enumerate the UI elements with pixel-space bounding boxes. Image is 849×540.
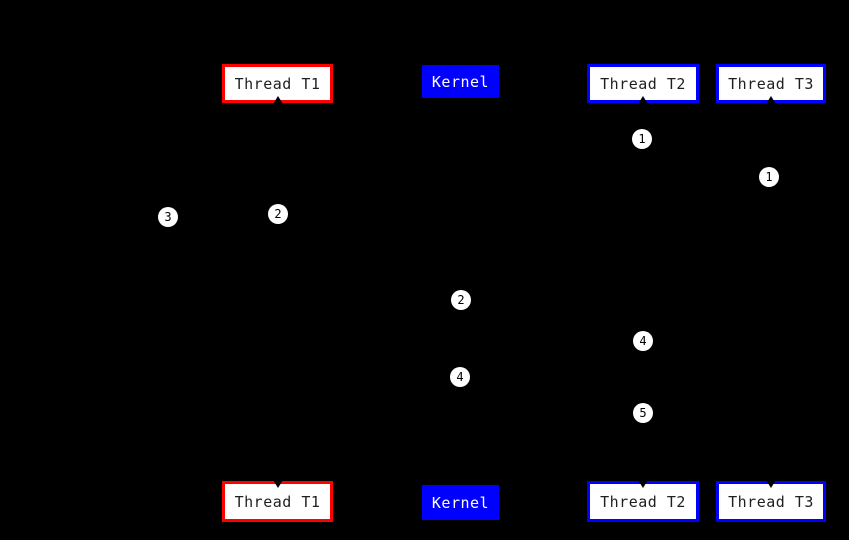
actor-box-kernel-bottom: Kernel [422,485,499,520]
actor-label-thread-t3-bottom: Thread T3 [728,492,814,511]
lifeline-arrow-icon [272,96,283,104]
lifeline-arrow-icon [766,480,776,488]
actor-label-kernel-bottom: Kernel [431,493,490,512]
actor-box-thread-t1-top: Thread T1 [222,64,333,104]
sequence-step-marker: 2 [268,204,288,224]
actor-label-thread-t1-top: Thread T1 [234,74,321,93]
sequence-step-marker: 3 [158,207,178,227]
actor-box-kernel-top: Kernel [422,65,499,98]
sequence-step-marker: 4 [450,367,470,387]
actor-box-thread-t2-bottom: Thread T2 [587,480,699,522]
sequence-step-marker: 2 [451,290,471,310]
actor-box-thread-t3-bottom: Thread T3 [716,480,826,522]
lifeline-arrow-icon [638,480,648,488]
actor-label-thread-t2-bottom: Thread T2 [600,492,686,511]
actor-label-thread-t2-top: Thread T2 [600,74,686,93]
sequence-step-marker: 4 [633,331,653,351]
sequence-step-marker: 5 [633,403,653,423]
actor-box-thread-t2-top: Thread T2 [587,64,699,104]
actor-box-thread-t3-top: Thread T3 [716,64,826,104]
actor-label-kernel-top: Kernel [431,72,490,91]
actor-label-thread-t3-top: Thread T3 [728,74,814,93]
lifeline-arrow-icon [638,96,648,104]
actor-box-thread-t1-bottom: Thread T1 [222,480,333,522]
sequence-step-marker: 1 [632,129,652,149]
sequence-step-marker: 1 [759,167,779,187]
actor-label-thread-t1-bottom: Thread T1 [234,492,321,511]
lifeline-arrow-icon [766,96,776,104]
lifeline-arrow-icon [272,480,283,488]
